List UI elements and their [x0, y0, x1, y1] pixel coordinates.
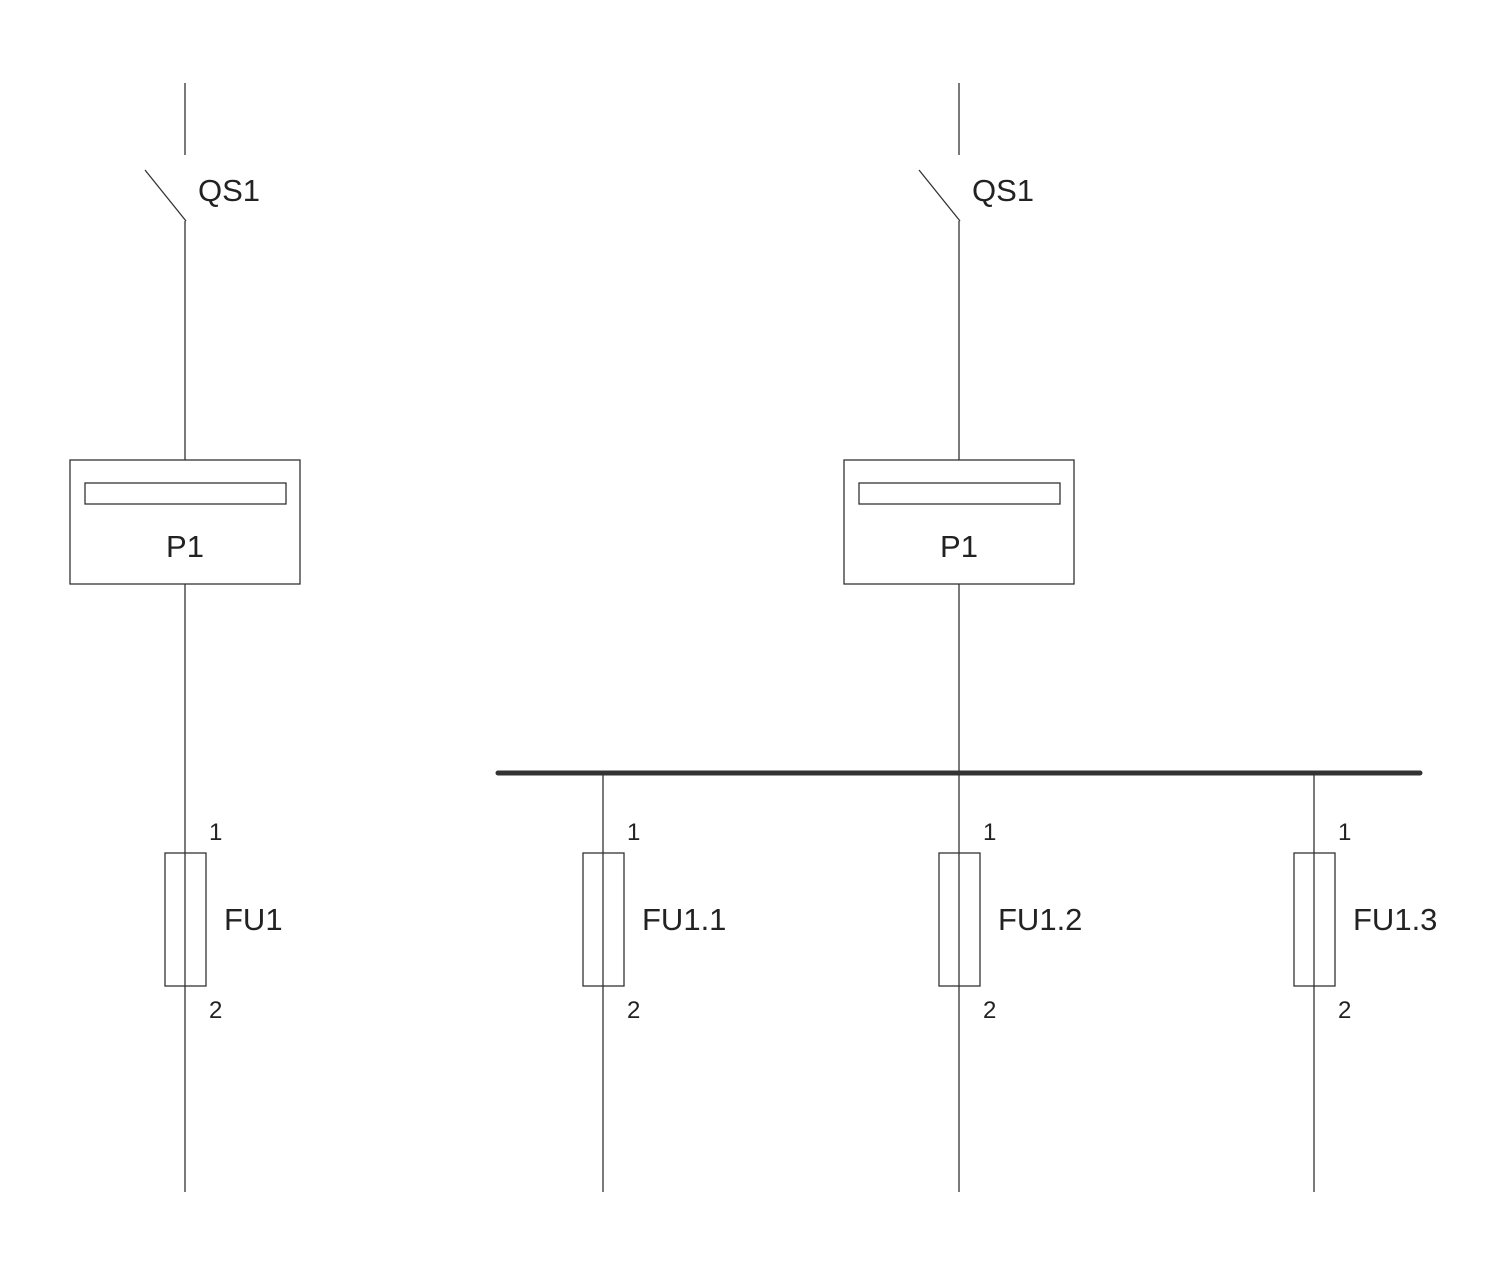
pin-top: 1	[1338, 819, 1351, 846]
pin-bottom: 2	[209, 997, 222, 1024]
fuse-body	[938, 852, 981, 987]
meter-label: P1	[166, 529, 204, 564]
fuse-fu1[interactable]: 1 2 FU1	[164, 819, 283, 1024]
switch-blade	[918, 169, 961, 222]
fuse-body	[1293, 852, 1336, 987]
meter-display	[84, 482, 287, 505]
meter-p1[interactable]: P1	[843, 459, 1075, 585]
switch-blade	[144, 169, 187, 222]
meter-p1[interactable]: P1	[69, 459, 301, 585]
fuse-fu1-1[interactable]: 1 2 FU1.1	[582, 773, 726, 1192]
pin-bottom: 2	[983, 997, 996, 1024]
meter-display	[858, 482, 1061, 505]
pin-bottom: 2	[627, 997, 640, 1024]
meter-box	[843, 459, 1075, 585]
fuse-label: FU1.1	[642, 902, 726, 937]
fuse-body	[582, 852, 625, 987]
switch-label: QS1	[198, 173, 260, 208]
pin-top: 1	[209, 819, 222, 846]
fuse-fu1-3[interactable]: 1 2 FU1.3	[1293, 773, 1437, 1192]
fuse-body	[164, 852, 207, 987]
switch-label: QS1	[972, 173, 1034, 208]
fuse-label: FU1	[224, 902, 283, 937]
left-feeder: QS1 P1 1 2 FU1	[69, 83, 301, 1192]
pin-top: 1	[627, 819, 640, 846]
meter-box	[69, 459, 301, 585]
fuse-label: FU1.3	[1353, 902, 1437, 937]
fuse-label: FU1.2	[998, 902, 1082, 937]
fuse-fu1-2[interactable]: 1 2 FU1.2	[938, 773, 1082, 1192]
pin-bottom: 2	[1338, 997, 1351, 1024]
pin-top: 1	[983, 819, 996, 846]
meter-label: P1	[940, 529, 978, 564]
right-feeder: QS1 P1 1 2 FU1.1 1 2 FU1.2 1 2 FU1.3	[495, 83, 1437, 1192]
